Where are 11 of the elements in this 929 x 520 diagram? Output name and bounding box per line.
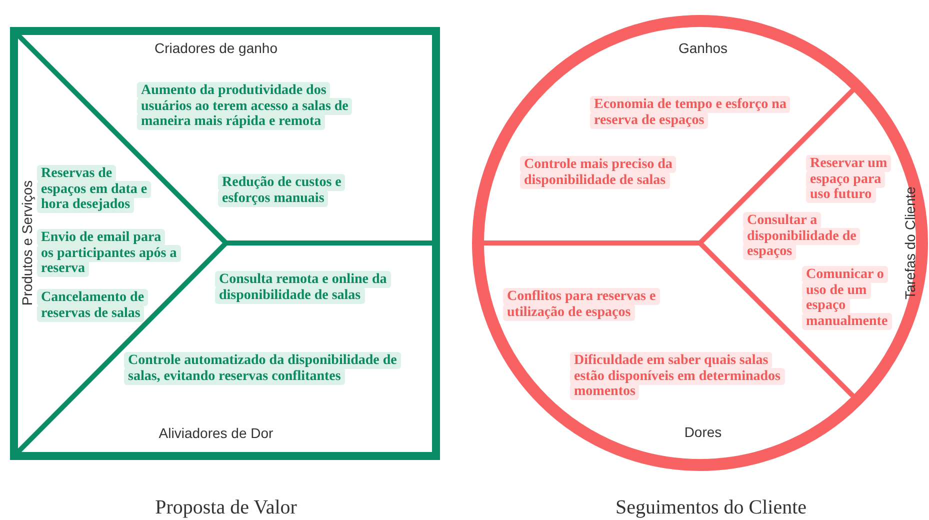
section-heading: Aliviadores de Dor (158, 425, 274, 441)
section-heading: Ganhos (678, 40, 728, 56)
canvas-title: Proposta de Valor (155, 496, 297, 520)
customer-profile-circle (472, 15, 928, 471)
section-heading: Dores (684, 424, 722, 440)
sticky-note: Economia de tempo e esforço na reserva de espaços (590, 97, 790, 128)
section-heading: Produtos e Serviços (19, 180, 35, 306)
section-heading: Tarefas do Cliente (902, 186, 918, 300)
value-map-square (10, 27, 440, 460)
section-heading: Criadores de ganho (154, 40, 278, 56)
canvas-title: Seguimentos do Cliente (615, 496, 807, 520)
